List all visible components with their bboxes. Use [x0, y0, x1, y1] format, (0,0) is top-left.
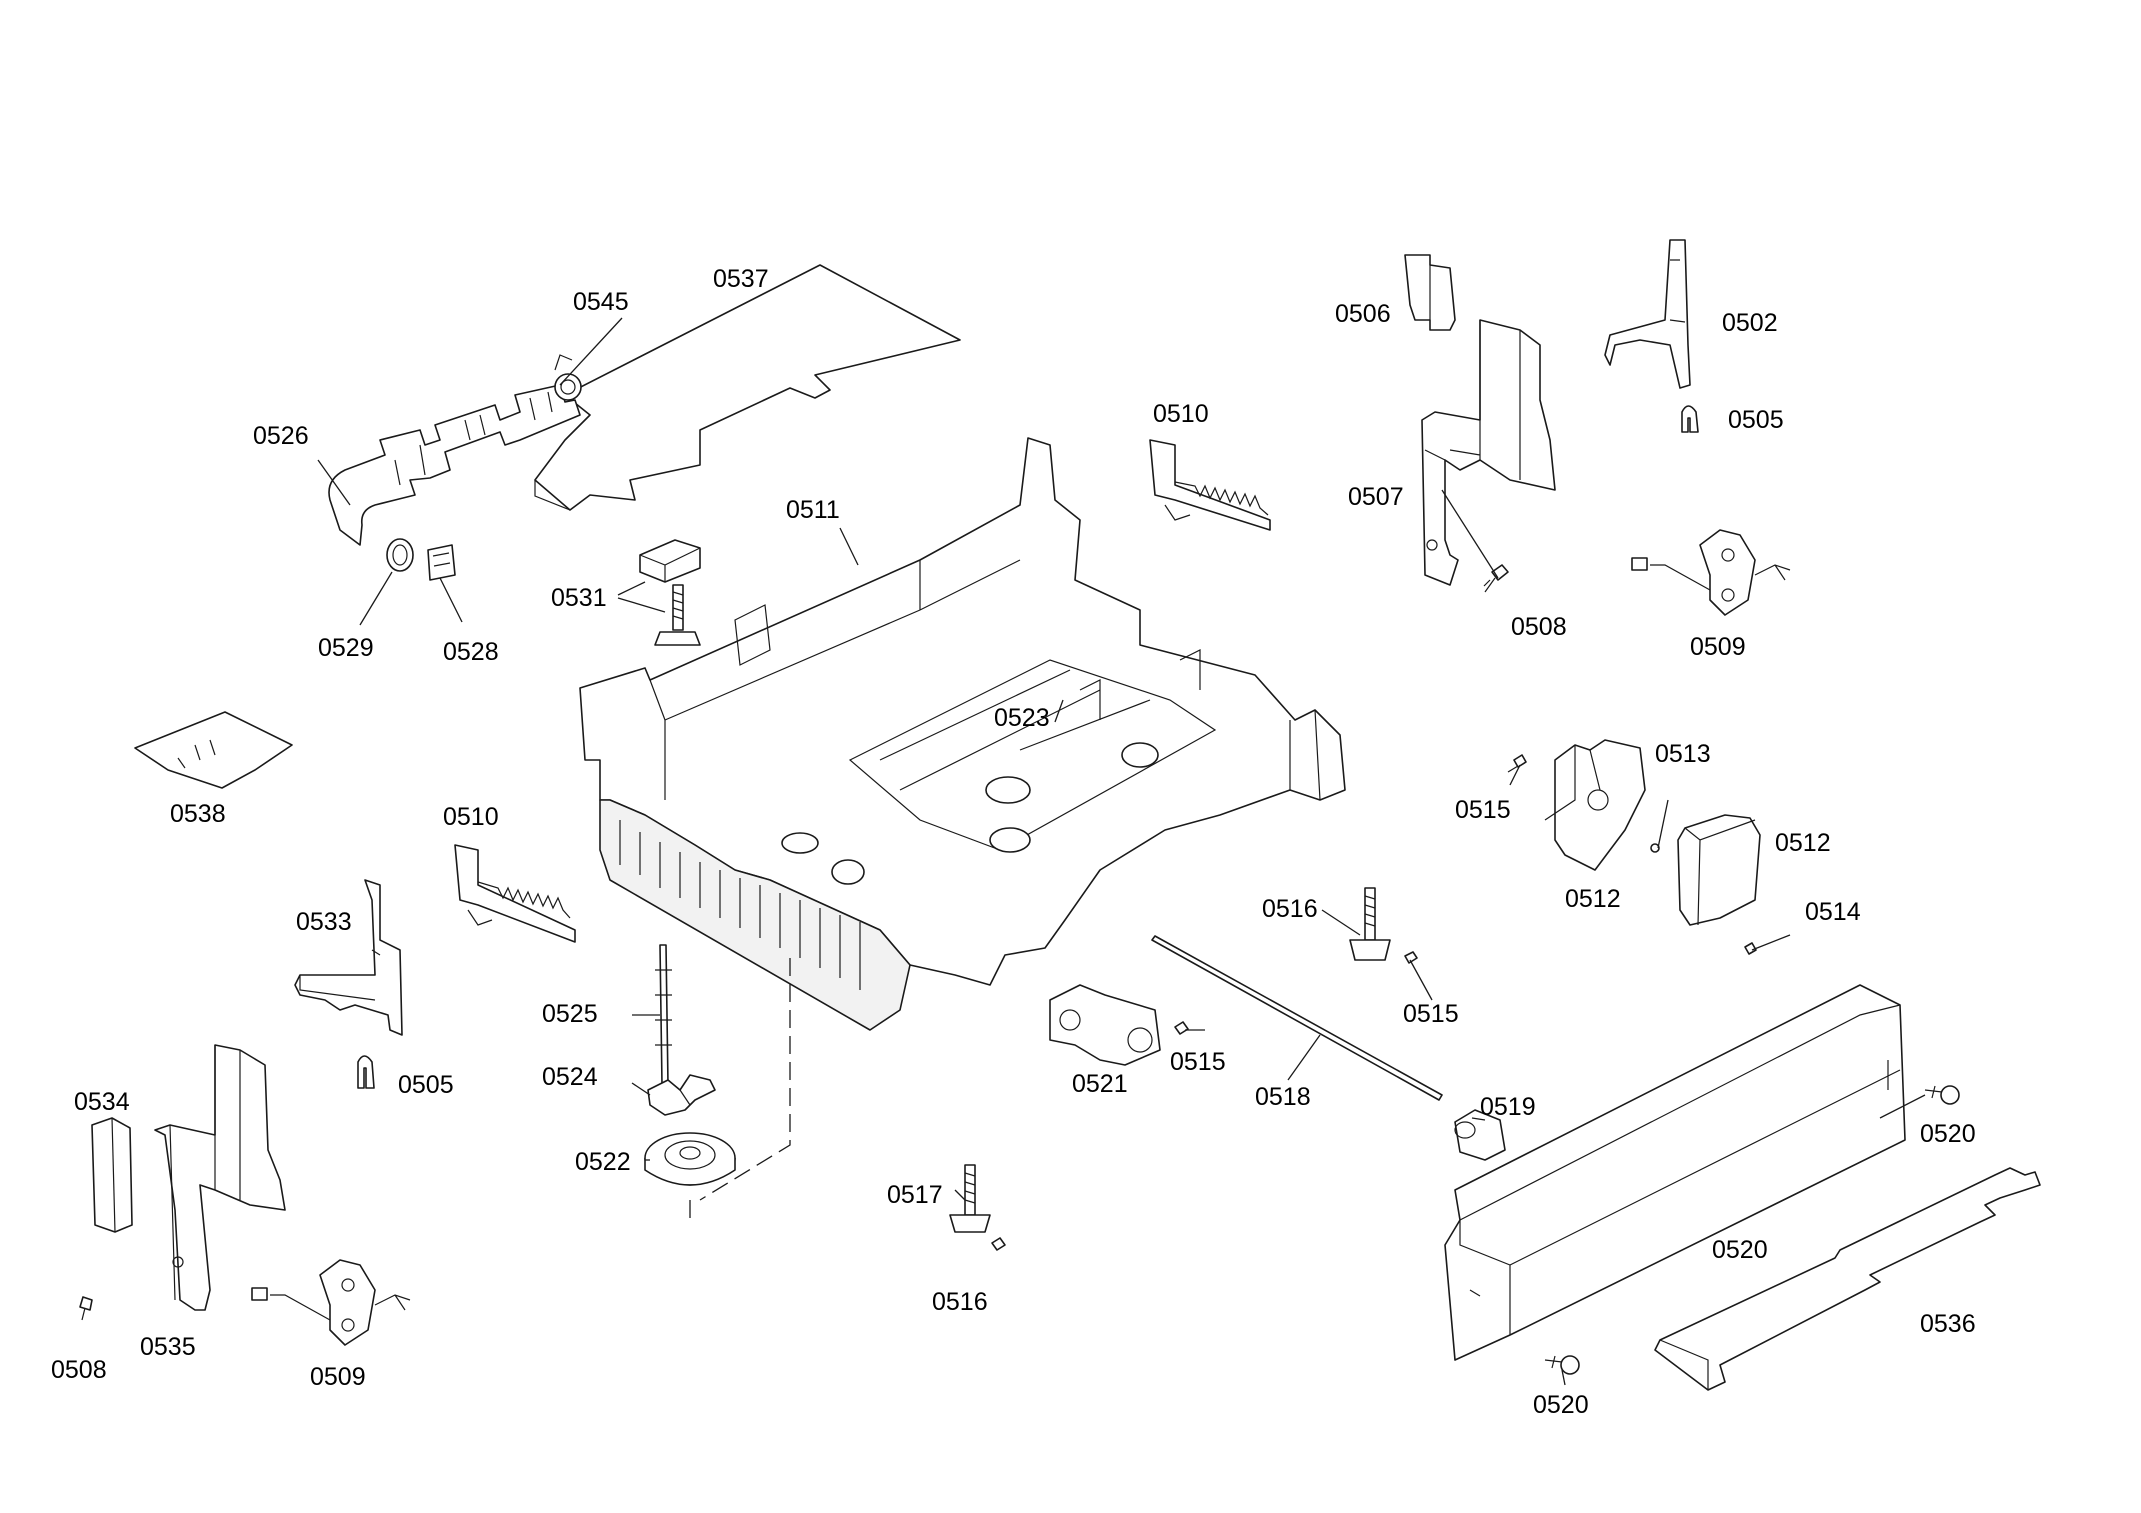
label-0516-a[interactable]: 0516: [1262, 895, 1318, 923]
label-0514-b[interactable]: 0514: [1805, 898, 1861, 926]
label-0517[interactable]: 0518: [1255, 1083, 1311, 1111]
part-0514-screw-a[interactable]: [1650, 843, 1660, 853]
label-0515-d[interactable]: 0516: [932, 1288, 988, 1316]
part-0510-hinge-spring-top[interactable]: [1149, 439, 1271, 531]
label-0507[interactable]: 0507: [1348, 483, 1404, 511]
label-0522[interactable]: 0523: [994, 704, 1050, 732]
part-0507-bracket[interactable]: [1421, 319, 1556, 586]
label-0525[interactable]: 0525: [542, 1000, 598, 1028]
alignment-line: [689, 958, 791, 1220]
label-0509-top[interactable]: 0509: [1690, 633, 1746, 661]
part-0510-hinge-spring-bottom[interactable]: [454, 844, 576, 943]
label-0519[interactable]: 0520: [1712, 1236, 1768, 1264]
part-0509-switch-top[interactable]: [1631, 529, 1791, 616]
label-0514-a[interactable]: 0513: [1655, 740, 1711, 768]
leader-lines: [317, 317, 1926, 1386]
part-0534-cover[interactable]: [91, 1117, 133, 1233]
part-0515-screw-a[interactable]: [1507, 754, 1527, 773]
part-0531-foot-block[interactable]: [639, 539, 701, 646]
label-0531[interactable]: 0531: [551, 584, 607, 612]
part-0513-cover[interactable]: [1677, 814, 1761, 926]
label-0534[interactable]: 0534: [74, 1088, 130, 1116]
part-0515-screw-c[interactable]: [1174, 1021, 1189, 1035]
part-0538-screw-bag[interactable]: [134, 711, 293, 789]
part-0516-foot-a[interactable]: [1349, 887, 1391, 961]
part-0519-toe-kick-panel[interactable]: [1444, 984, 1906, 1361]
label-0516-b[interactable]: 0517: [887, 1181, 943, 1209]
part-0508-screw-bottom[interactable]: [79, 1296, 93, 1321]
part-0505-clip-top[interactable]: [1681, 405, 1699, 433]
part-0523-pump-wheel[interactable]: [644, 1132, 736, 1186]
part-0505-clip-bottom[interactable]: [357, 1055, 375, 1089]
part-0526-drain-hose[interactable]: [328, 384, 581, 546]
label-0545[interactable]: 0545: [573, 288, 629, 316]
part-0522-float[interactable]: [1054, 699, 1064, 723]
part-0515-screw-b[interactable]: [1404, 951, 1418, 964]
part-0528-clip[interactable]: [427, 544, 456, 581]
label-0508-top[interactable]: 0508: [1511, 613, 1567, 641]
part-labels: 0537 0545 0526 0529 0528 0531 0511 0510 …: [51, 265, 1976, 1419]
part-0517-rod[interactable]: [1151, 935, 1443, 1101]
label-0515-a[interactable]: 0515: [1455, 796, 1511, 824]
label-0536[interactable]: 0536: [1920, 1310, 1976, 1338]
label-0506[interactable]: 0506: [1335, 300, 1391, 328]
label-0533[interactable]: 0533: [296, 908, 352, 936]
part-0515-screw-d[interactable]: [991, 1237, 1006, 1251]
part-0521-valve[interactable]: [1049, 984, 1161, 1066]
part-0520-screw-b[interactable]: [1544, 1355, 1580, 1375]
label-0528[interactable]: 0528: [443, 638, 499, 666]
label-0515-b[interactable]: 0515: [1403, 1000, 1459, 1028]
label-0520-b[interactable]: 0520: [1533, 1391, 1589, 1419]
part-0529-hose-clamp[interactable]: [386, 538, 414, 572]
part-0536-insulation-strip[interactable]: [1654, 1167, 2041, 1391]
label-0537[interactable]: 0537: [713, 265, 769, 293]
label-0508-bottom[interactable]: 0508: [51, 1356, 107, 1384]
part-0506-bracket[interactable]: [1404, 254, 1456, 331]
label-0521[interactable]: 0521: [1072, 1070, 1128, 1098]
label-0505-bottom[interactable]: 0505: [398, 1071, 454, 1099]
part-0533-bracket[interactable]: [294, 879, 403, 1036]
label-0529[interactable]: 0529: [318, 634, 374, 662]
label-0510-top[interactable]: 0510: [1153, 400, 1209, 428]
part-0520-screw-a[interactable]: [1924, 1085, 1960, 1105]
part-0524-impeller-arm[interactable]: [647, 1074, 716, 1116]
label-0523[interactable]: 0522: [575, 1148, 631, 1176]
label-0511[interactable]: 0511: [786, 496, 840, 524]
label-0509-bottom[interactable]: 0509: [310, 1363, 366, 1391]
part-0516-foot-b[interactable]: [949, 1164, 991, 1233]
label-0526[interactable]: 0526: [253, 422, 309, 450]
part-0509-switch-bottom[interactable]: [251, 1259, 411, 1346]
part-0545-hose-clamp[interactable]: [554, 354, 582, 401]
label-0535[interactable]: 0535: [140, 1333, 196, 1361]
label-0510-bottom[interactable]: 0510: [443, 803, 499, 831]
label-0512[interactable]: 0512: [1565, 885, 1621, 913]
part-0535-bracket[interactable]: [154, 1044, 286, 1311]
label-0520-a[interactable]: 0520: [1920, 1120, 1976, 1148]
label-0515-c[interactable]: 0515: [1170, 1048, 1226, 1076]
label-0524[interactable]: 0524: [542, 1063, 598, 1091]
label-0502[interactable]: 0502: [1722, 309, 1778, 337]
part-0514-screw-b[interactable]: [1744, 942, 1757, 955]
part-0518-knob[interactable]: [1454, 1109, 1506, 1161]
part-0502-bracket[interactable]: [1604, 239, 1691, 389]
label-0538[interactable]: 0538: [170, 800, 226, 828]
part-0511-base-assembly[interactable]: [579, 437, 1346, 1031]
part-0512-housing[interactable]: [1544, 739, 1646, 871]
label-0513[interactable]: 0512: [1775, 829, 1831, 857]
label-0518[interactable]: 0519: [1480, 1093, 1536, 1121]
part-0508-screw-top[interactable]: [1483, 564, 1509, 593]
label-0505-top[interactable]: 0505: [1728, 406, 1784, 434]
